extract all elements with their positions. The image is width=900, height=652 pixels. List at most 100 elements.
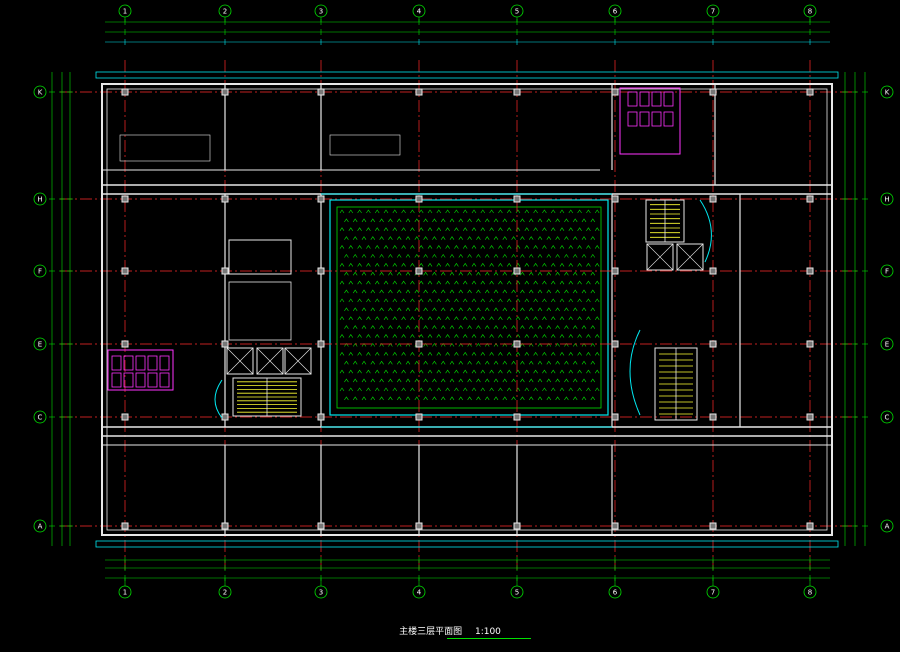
structural-column [806,88,814,96]
drawing-title: 主楼三层平面图 [399,627,463,637]
hatch-mark [374,280,380,285]
hatch-mark [524,227,530,231]
hatch-mark [352,253,358,258]
axis-bubble [218,585,232,599]
structural-column [806,195,814,203]
axis-label: 7 [711,8,715,16]
hatch-mark [489,351,494,356]
axis-label: H [37,196,42,204]
hatch-mark [348,245,354,249]
hatch-mark [581,289,587,294]
hatch-mark [498,209,503,214]
axis-label: K [38,89,43,97]
hatch-mark [511,360,516,365]
hatch-mark [458,218,464,223]
hatch-mark [471,245,477,249]
axis-bubble [510,585,524,599]
hatch-mark [476,307,481,312]
hatch-mark [471,316,477,320]
hatch-mark [357,298,362,303]
hatch-mark [348,298,354,303]
hatch-mark [476,236,481,240]
hatch-mark [471,334,477,338]
atrium-outline [329,199,609,416]
hatch-mark [572,342,578,347]
hatch-mark [586,316,591,320]
hatch-mark [550,369,556,374]
hatch-mark [454,262,459,267]
room-annotation-box [119,134,211,162]
toilet-stall [123,355,134,371]
hatch-mark [449,342,455,347]
hatch-mark [432,360,437,365]
hatch-mark [493,325,499,329]
hatch-mark [581,271,587,276]
axis-label: C [885,414,890,422]
hatch-mark [506,351,512,356]
hatch-mark [383,209,389,214]
hatch-mark [410,351,415,356]
hatch-mark [410,334,415,338]
hatch-mark [555,325,560,329]
service-room [228,239,292,275]
hatch-mark [493,360,499,365]
hatch-mark [546,307,552,312]
hatch-mark [577,298,582,303]
axis-label: A [885,523,890,531]
hatch-mark [339,351,345,356]
hatch-mark [555,218,560,223]
hatch-mark [418,245,424,249]
structural-column [806,267,814,275]
hatch-mark [410,316,415,320]
room-annotation-box [329,134,401,156]
hatch-mark [383,316,389,320]
hatch-mark [533,209,538,214]
hatch-mark [484,396,490,401]
hatch-mark [427,298,433,303]
hatch-mark [348,262,354,267]
hatch-mark [361,271,367,276]
hatch-mark [348,369,354,374]
toilet-stall [663,111,674,127]
elevator-x [676,243,704,271]
hatch-mark [410,209,415,214]
hatch-mark [489,387,494,392]
hatch-mark [476,253,481,258]
hatch-mark [546,325,552,329]
hatch-mark [418,351,424,356]
hatch-mark [462,298,468,303]
drawing-caption: 主楼三层平面图 1:100 [0,624,900,639]
hatch-mark [528,218,534,223]
axis-label: 5 [515,589,519,597]
axis-bubble [803,4,817,18]
hatch-mark [401,351,406,356]
hatch-mark [502,325,508,329]
hatch-mark [586,351,591,356]
hatch-mark [489,227,494,231]
elevator-shaft [676,243,704,271]
hatch-mark [476,396,481,401]
hatch-mark [458,378,464,383]
hatch-mark [440,218,446,223]
hatch-mark [550,262,556,267]
hatch-mark [449,396,455,401]
axis-bubble [608,585,622,599]
curved-wall [214,379,223,419]
hatch-mark [559,262,565,267]
hatch-mark [348,351,354,356]
hatch-mark [550,227,556,231]
structural-column [415,522,423,530]
atrium-hatch [329,199,609,416]
hatch-mark [440,289,446,294]
hatch-mark [572,253,578,258]
hatch-mark [520,236,525,240]
hatch-mark [379,342,384,347]
hatch-mark [462,387,468,392]
hatch-mark [462,227,468,231]
hatch-mark [572,271,578,276]
hatch-mark [445,369,450,374]
hatch-mark [484,325,490,329]
hatch-mark [493,271,499,276]
hatch-mark [344,396,349,401]
hatch-mark [528,253,534,258]
